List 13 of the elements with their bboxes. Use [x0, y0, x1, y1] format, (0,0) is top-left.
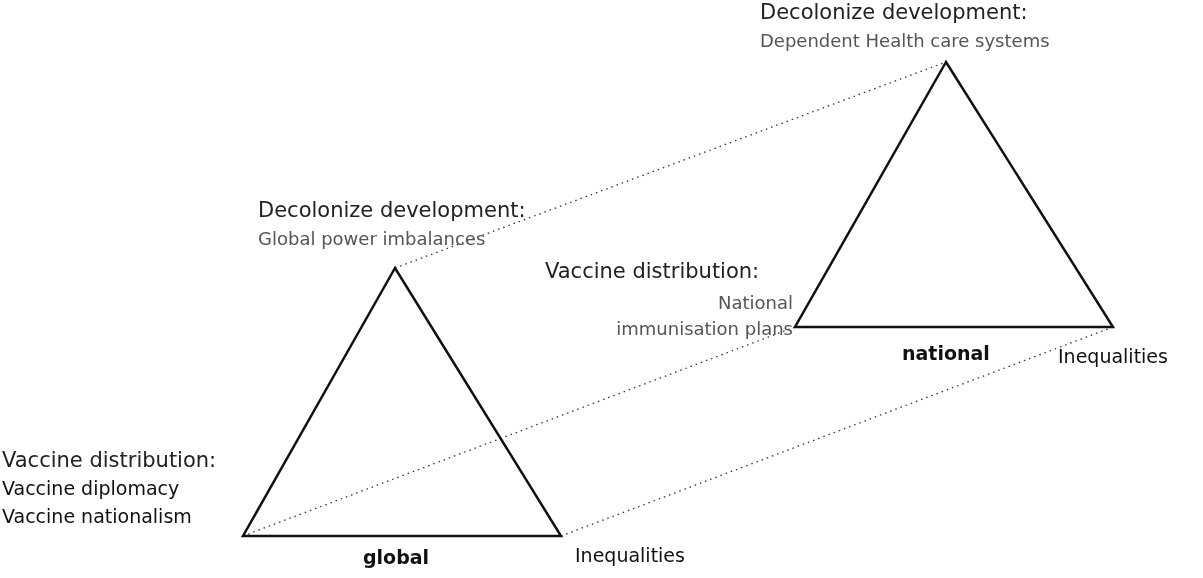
triangle-caption: national — [902, 342, 990, 364]
label-text: Vaccine diplomacy — [2, 477, 180, 499]
label-text: Vaccine nationalism — [2, 505, 192, 527]
subheading-text: Dependent Health care systems — [760, 30, 1050, 51]
subheading-text: National immunisation plans — [615, 291, 793, 341]
subheading-text: Global power imbalances — [258, 228, 486, 249]
triangle-caption: global — [363, 546, 430, 568]
label-text: Inequalities — [1058, 345, 1168, 367]
heading-text: Vaccine distribution: — [545, 259, 760, 283]
label-text: Inequalities — [575, 544, 685, 566]
heading-text: Vaccine distribution: — [2, 448, 217, 472]
heading-text: Decolonize development: — [760, 0, 1028, 24]
heading-text: Decolonize development: — [258, 198, 526, 222]
